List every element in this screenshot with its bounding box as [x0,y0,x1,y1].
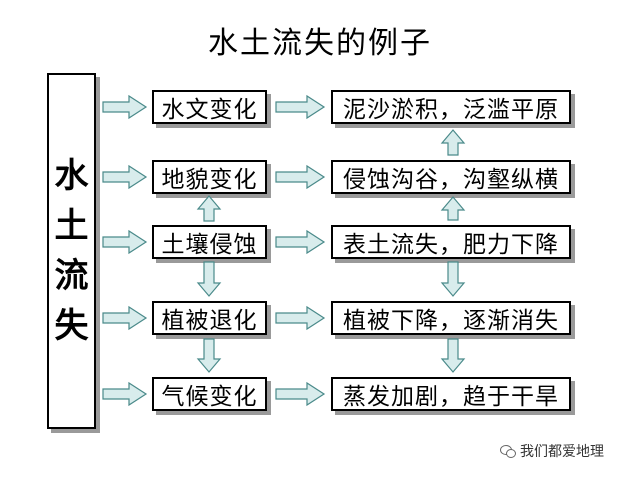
side-label-char: 失 [54,306,89,346]
diagram-title: 水土流失的例子 [208,26,432,61]
arrow-right-icon [102,229,148,255]
side-label-box: 水 土 流 失 [47,73,96,429]
side-label-char: 流 [54,256,89,296]
left-box-vegetation: 植被退化 [152,301,267,335]
left-box-soil-erosion: 土壤侵蚀 [152,225,267,259]
arrow-right-icon [102,381,148,407]
arrow-up-icon [196,195,222,222]
arrow-right-icon [102,94,148,120]
side-label-char: 土 [54,206,89,246]
left-box-hydrology: 水文变化 [152,90,267,124]
arrow-right-icon [102,164,148,190]
right-box-siltation: 泥沙淤积，泛滥平原 [331,90,571,124]
arrow-down-icon [440,261,466,297]
arrow-down-icon [440,338,466,373]
right-box-topsoil-loss: 表土流失，肥力下降 [331,225,571,259]
watermark: 我们都爱地理 [500,441,604,461]
arrow-right-icon [275,381,326,407]
arrow-right-icon [275,94,326,120]
side-label-char: 水 [54,156,89,196]
left-box-landform: 地貌变化 [152,160,267,194]
arrow-up-icon [440,129,466,156]
watermark-text: 我们都爱地理 [520,444,604,460]
right-box-gullies: 侵蚀沟谷，沟壑纵横 [331,160,571,194]
arrow-down-icon [196,338,222,373]
arrow-right-icon [275,305,326,331]
wechat-icon [500,444,516,458]
right-box-drought: 蒸发加剧，趋于干旱 [331,377,571,411]
arrow-right-icon [275,164,326,190]
left-box-climate: 气候变化 [152,377,267,411]
arrow-up-icon [440,196,466,221]
arrow-right-icon [275,229,326,255]
right-box-vegetation-decline: 植被下降，逐渐消失 [331,301,571,335]
arrow-right-icon [102,305,148,331]
arrow-down-icon [196,261,222,297]
